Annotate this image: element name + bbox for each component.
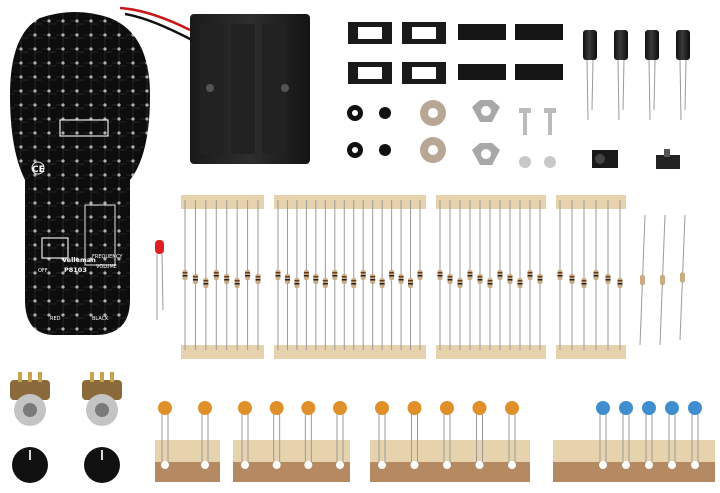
resistor-strip bbox=[436, 195, 546, 359]
pcb-brand-label: Velleman bbox=[62, 256, 96, 264]
ceramic-capacitor bbox=[472, 401, 487, 415]
pcb-model-label: P8103 bbox=[64, 266, 87, 274]
electrolytic-capacitors bbox=[583, 30, 690, 121]
ceramic-capacitor bbox=[596, 401, 610, 415]
ceramic-capacitor-strips bbox=[155, 401, 715, 482]
ceramic-capacitor bbox=[619, 401, 633, 415]
ic-sockets bbox=[348, 22, 446, 84]
resistor-strip bbox=[274, 195, 426, 359]
ceramic-strip bbox=[553, 401, 715, 482]
ceramic-capacitor bbox=[198, 401, 212, 415]
battery-holder bbox=[119, 6, 310, 164]
pcb-off-label: OFF bbox=[38, 268, 48, 274]
ceramic-capacitor bbox=[269, 401, 284, 415]
pcb-volume-label: VOLUME bbox=[96, 264, 117, 270]
resistor-strips bbox=[181, 195, 686, 359]
ceramic-capacitor bbox=[158, 401, 172, 415]
ic-chips bbox=[458, 24, 563, 80]
ceramic-capacitor bbox=[238, 401, 252, 415]
ceramic-capacitor bbox=[440, 401, 454, 415]
resistor-strip bbox=[556, 195, 626, 359]
hardware-parts bbox=[347, 100, 680, 169]
ceramic-capacitor bbox=[301, 401, 316, 415]
ceramic-capacitor bbox=[505, 401, 519, 415]
ceramic-strip bbox=[155, 401, 220, 482]
red-led bbox=[155, 240, 164, 320]
pcb-red-label: RED bbox=[50, 316, 61, 322]
pcb-board bbox=[10, 12, 150, 335]
pcb-frequency-label: FREQUENCY bbox=[92, 254, 123, 260]
ceramic-capacitor bbox=[375, 401, 389, 415]
ceramic-capacitor bbox=[688, 401, 702, 415]
resistor-strip bbox=[181, 195, 264, 359]
pcb-black-label: BLACK bbox=[92, 316, 109, 322]
potentiometers bbox=[10, 372, 122, 426]
knobs bbox=[12, 447, 120, 483]
pcb-ce-mark: CE bbox=[32, 165, 45, 175]
ceramic-strip bbox=[233, 401, 350, 482]
ceramic-capacitor bbox=[333, 401, 347, 415]
ceramic-capacitor bbox=[407, 401, 422, 415]
ceramic-capacitor bbox=[642, 401, 656, 415]
ceramic-strip bbox=[370, 401, 530, 482]
ceramic-capacitor bbox=[665, 401, 679, 415]
